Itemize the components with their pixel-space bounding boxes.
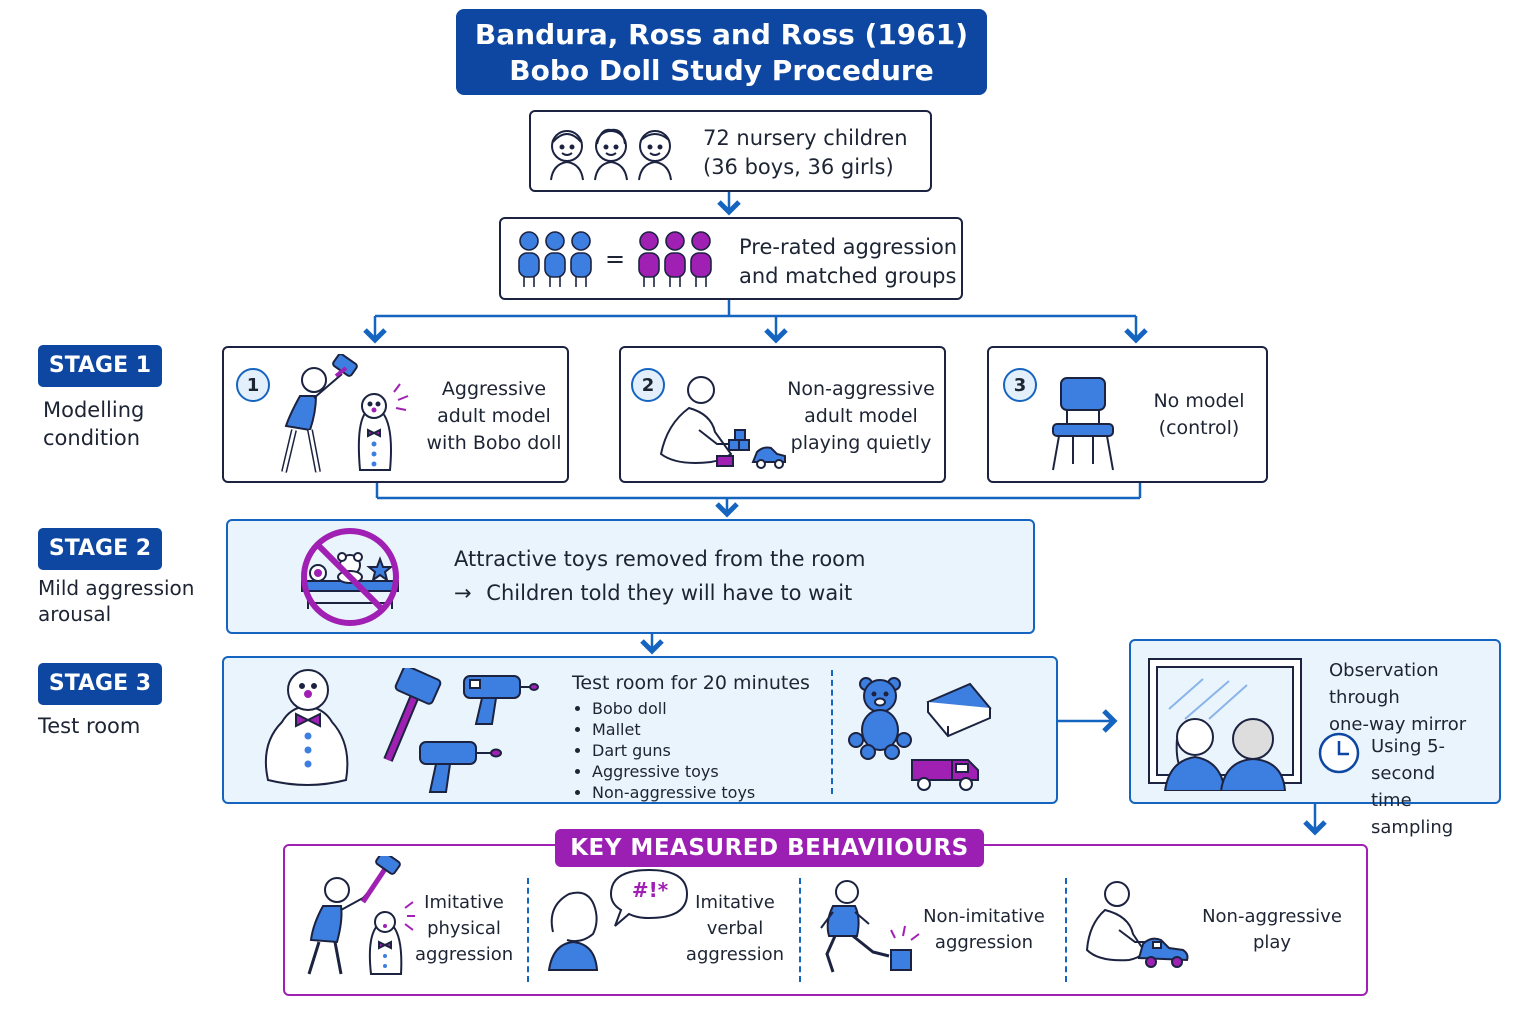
stage2-panel: Attractive toys removed from the room → … (226, 519, 1035, 634)
participants-line-1: 72 nursery children (703, 126, 908, 150)
behaviour-1-line-1: Imitative (424, 892, 504, 913)
stage2-line-1: Attractive toys removed from the room (454, 547, 866, 571)
matching-line-2: and matched groups (739, 264, 957, 288)
child-kicking-icon (820, 880, 920, 973)
behaviour-1-text: Imitative physical aggression (415, 890, 513, 968)
test-room-items: Bobo doll Mallet Dart guns Aggressive to… (574, 698, 755, 803)
condition-number-1: 1 (236, 368, 270, 402)
condition-1-line-2: adult model (437, 405, 551, 427)
stage2-label-line-1: Mild aggression (38, 576, 195, 600)
condition-2-line-1: Non-aggressive (787, 378, 935, 400)
adult-playing-quietly-icon (659, 376, 786, 469)
stage1-label-line-1: Modelling (43, 398, 145, 422)
condition-3-line-2: (control) (1158, 417, 1240, 439)
stage2-line-2-wrap: → Children told they will have to wait (454, 581, 852, 605)
stage1-badge: STAGE 1 (38, 345, 162, 387)
list-item: Non-aggressive toys (592, 782, 755, 803)
stage3-badge: STAGE 3 (38, 663, 162, 705)
toys-removed-icon (301, 528, 399, 626)
list-item: Dart guns (592, 740, 755, 761)
sampling-line-2: time sampling (1371, 790, 1454, 838)
behaviour-3-line-1: Non-imitative (923, 906, 1045, 927)
key-behaviours-heading: KEY MEASURED BEHAVIIOURS (555, 829, 984, 867)
matched-groups-icon (518, 231, 712, 287)
stage3-heading: Test room for 20 minutes (572, 672, 810, 694)
non-aggressive-toys-icon (848, 677, 992, 791)
behaviour-2-line-3: aggression (685, 944, 785, 965)
title-line-1: Bandura, Ross and Ross (1961) (474, 18, 969, 51)
child-playing-car-icon (1085, 881, 1189, 968)
behaviour-4-text: Non-aggressive play (1195, 904, 1349, 956)
divider (799, 878, 801, 982)
bobo-doll-icon (264, 669, 349, 786)
divider (1065, 878, 1067, 982)
condition-1-text: Aggressive adult model with Bobo doll (424, 376, 564, 457)
stage1-label-line-2: condition (43, 426, 141, 450)
observation-line-1: Observation through (1329, 660, 1439, 708)
list-item: Aggressive toys (592, 761, 755, 782)
condition-no-model: 3 No model (control) (987, 346, 1268, 483)
matching-line-1: Pre-rated aggression (739, 235, 958, 259)
behaviour-3-line-2: aggression (934, 932, 1034, 953)
behaviour-2-text: Imitative verbal aggression (685, 890, 785, 968)
divider (527, 878, 529, 982)
stage3-test-room-panel: Test room for 20 minutes Bobo doll Malle… (222, 656, 1058, 804)
stage2-label-line-2: arousal (38, 602, 112, 626)
children-faces-icon (550, 128, 672, 181)
behaviour-3-text: Non-imitative aggression (921, 904, 1047, 956)
condition-2-text: Non-aggressive adult model playing quiet… (786, 376, 936, 457)
behaviour-4-line-2: play (1252, 932, 1292, 953)
condition-3-text: No model (control) (1139, 388, 1259, 442)
observation-text: Observation through one-way mirror (1329, 657, 1499, 738)
behaviour-1-line-3: aggression (415, 944, 514, 965)
divider (831, 670, 833, 794)
adult-hitting-bobo-icon (281, 354, 409, 473)
one-way-mirror-icon (1148, 658, 1302, 791)
curse-symbols: #!* (631, 878, 669, 902)
condition-non-aggressive-model: 2 Non-aggressive adult model playing qui… (619, 346, 946, 483)
sampling-line-1: Using 5-second (1371, 736, 1446, 784)
participants-line-2: (36 boys, 36 girls) (703, 155, 894, 179)
stage1-label: Modelling condition (43, 396, 144, 452)
behaviour-4-line-1: Non-aggressive (1202, 906, 1342, 927)
list-item: Mallet (592, 719, 755, 740)
condition-1-line-1: Aggressive (441, 378, 547, 400)
participants-text: 72 nursery children (36 boys, 36 girls) (703, 124, 908, 182)
condition-2-line-2: adult model (804, 405, 918, 427)
matching-box: = Pre-rated aggression and matched group… (499, 217, 963, 300)
condition-number-3: 3 (1003, 368, 1037, 402)
dart-gun-icon-2 (419, 741, 502, 793)
diagram-title: Bandura, Ross and Ross (1961) Bobo Doll … (456, 9, 987, 95)
observation-line-2: one-way mirror (1329, 714, 1467, 735)
observation-panel: Observation through one-way mirror Using… (1129, 639, 1501, 838)
right-arrow-icon: → (454, 581, 472, 605)
clock-icon (1318, 732, 1360, 774)
behaviour-1-line-2: physical (427, 918, 501, 939)
stage3-label: Test room (38, 714, 141, 738)
behaviour-2-line-2: verbal (706, 918, 764, 939)
sampling-text: Using 5-second time sampling (1371, 733, 1499, 841)
stage2-badge: STAGE 2 (38, 528, 162, 570)
key-behaviours-panel: Imitative physical aggression #!* Imitat… (283, 844, 1368, 996)
physical-aggression-icon (307, 856, 415, 975)
stage2-label: Mild aggression arousal (38, 575, 194, 627)
condition-aggressive-model: 1 Aggressive adult model with Bobo doll (222, 346, 569, 483)
behaviour-2-line-1: Imitative (695, 892, 775, 913)
matching-text: Pre-rated aggression and matched groups (739, 233, 957, 291)
equals-sign: = (605, 245, 626, 273)
dart-gun-icon (463, 675, 539, 725)
speech-bubble-icon (609, 868, 689, 927)
child-speaking-icon (547, 891, 599, 971)
empty-chair-icon (1052, 377, 1114, 471)
condition-1-line-3: with Bobo doll (426, 432, 562, 454)
condition-number-2: 2 (631, 368, 665, 402)
participants-box: 72 nursery children (36 boys, 36 girls) (529, 110, 932, 192)
mallet-icon (383, 668, 442, 762)
stage2-line-2: Children told they will have to wait (486, 581, 853, 605)
title-line-2: Bobo Doll Study Procedure (509, 54, 934, 87)
condition-3-line-1: No model (1153, 390, 1245, 412)
list-item: Bobo doll (592, 698, 755, 719)
condition-2-line-3: playing quietly (790, 432, 932, 454)
